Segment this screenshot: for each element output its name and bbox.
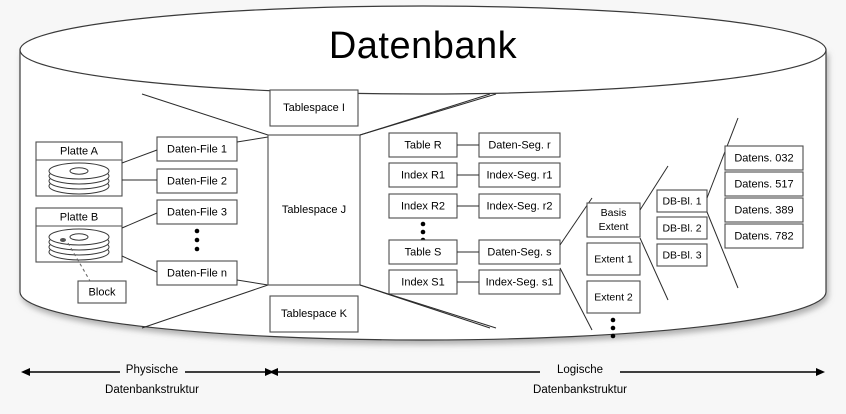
page-title: Datenbank bbox=[329, 25, 518, 67]
datafile-1-label: Daten-File 1 bbox=[167, 143, 227, 155]
db-block-2[interactable]: DB-Bl. 2 bbox=[656, 216, 708, 240]
axis-physical-line1: Physische bbox=[126, 364, 178, 376]
cylinder-top bbox=[19, 5, 827, 95]
extent-2-label: Extent 2 bbox=[594, 291, 633, 303]
extent-basis[interactable]: Basis Extent bbox=[586, 202, 641, 238]
object-index-r2[interactable]: Index R2 bbox=[388, 193, 458, 219]
disk-platte-a[interactable]: Platte A bbox=[35, 141, 123, 197]
record-4[interactable]: Datens. 782 bbox=[724, 223, 804, 249]
object-index-r1[interactable]: Index R1 bbox=[388, 162, 458, 188]
object-table-r-label: Table R bbox=[404, 139, 441, 151]
object-ellipsis bbox=[420, 221, 426, 243]
object-table-s[interactable]: Table S bbox=[388, 239, 458, 265]
tablespace-to-object-connectors bbox=[359, 93, 497, 329]
segment-index-r2-label: Index-Seg. r2 bbox=[486, 200, 552, 212]
block-connector bbox=[67, 242, 91, 282]
disk-platte-b[interactable]: Platte B bbox=[35, 207, 123, 263]
segment-daten-s-label: Daten-Seg. s bbox=[487, 246, 552, 258]
record-1[interactable]: Datens. 032 bbox=[724, 145, 804, 171]
segment-index-r2[interactable]: Index-Seg. r2 bbox=[478, 193, 561, 219]
segment-daten-r-label: Daten-Seg. r bbox=[488, 139, 551, 151]
datafile-2[interactable]: Daten-File 2 bbox=[156, 168, 238, 194]
tablespace-j[interactable]: Tablespace J bbox=[267, 134, 361, 286]
datafile-to-tablespace-connectors bbox=[236, 136, 269, 286]
extent-ellipsis bbox=[610, 317, 616, 339]
db-block-1-label: DB-Bl. 1 bbox=[662, 195, 701, 207]
dbblock-to-record-connectors bbox=[706, 117, 739, 289]
object-index-r2-label: Index R2 bbox=[401, 200, 445, 212]
segment-daten-s[interactable]: Daten-Seg. s bbox=[478, 239, 561, 265]
extent-2[interactable]: Extent 2 bbox=[586, 280, 641, 314]
block-box[interactable]: Block bbox=[77, 280, 127, 304]
db-block-1[interactable]: DB-Bl. 1 bbox=[656, 189, 708, 213]
datafile-2-label: Daten-File 2 bbox=[167, 175, 227, 187]
tablespace-i[interactable]: Tablespace I bbox=[269, 89, 359, 127]
tablespace-i-label: Tablespace I bbox=[283, 102, 345, 114]
db-block-2-label: DB-Bl. 2 bbox=[662, 222, 701, 234]
disk-platter-icon-b bbox=[48, 228, 110, 261]
segment-index-r1[interactable]: Index-Seg. r1 bbox=[478, 162, 561, 188]
object-index-s1-label: Index S1 bbox=[401, 276, 444, 288]
datafile-ellipsis bbox=[194, 228, 200, 252]
block-label: Block bbox=[89, 286, 116, 298]
datafile-3-label: Daten-File 3 bbox=[167, 206, 227, 218]
disk-platte-b-label: Platte B bbox=[60, 211, 99, 223]
db-block-3[interactable]: DB-Bl. 3 bbox=[656, 243, 708, 267]
object-table-r[interactable]: Table R bbox=[388, 132, 458, 158]
axis-physical-line2: Datenbankstruktur bbox=[105, 384, 199, 396]
extent-to-dbblock-connectors bbox=[639, 165, 669, 301]
segment-daten-r[interactable]: Daten-Seg. r bbox=[478, 132, 561, 158]
tablespace-j-label: Tablespace J bbox=[282, 204, 346, 216]
segment-index-s1[interactable]: Index-Seg. s1 bbox=[478, 269, 561, 295]
record-4-label: Datens. 782 bbox=[734, 230, 793, 242]
extent-1[interactable]: Extent 1 bbox=[586, 242, 641, 276]
extent-1-label: Extent 1 bbox=[594, 253, 633, 265]
extent-basis-label-line2: Extent bbox=[599, 221, 629, 233]
datafile-3[interactable]: Daten-File 3 bbox=[156, 199, 238, 225]
axis-logical-line2: Datenbankstruktur bbox=[533, 384, 627, 396]
tablespace-k[interactable]: Tablespace K bbox=[269, 295, 359, 333]
segment-index-r1-label: Index-Seg. r1 bbox=[486, 169, 552, 181]
object-table-s-label: Table S bbox=[405, 246, 442, 258]
object-index-r1-label: Index R1 bbox=[401, 169, 445, 181]
object-index-s1[interactable]: Index S1 bbox=[388, 269, 458, 295]
axis-physical: Physische Datenbankstruktur bbox=[21, 364, 274, 396]
record-1-label: Datens. 032 bbox=[734, 152, 793, 164]
disk-platte-a-label: Platte A bbox=[60, 145, 99, 157]
object-to-segment-connectors bbox=[457, 144, 479, 283]
record-2[interactable]: Datens. 517 bbox=[724, 171, 804, 197]
axis-logical-line1: Logische bbox=[557, 364, 603, 376]
record-3[interactable]: Datens. 389 bbox=[724, 197, 804, 223]
datafile-n-label: Daten-File n bbox=[167, 267, 227, 279]
record-2-label: Datens. 517 bbox=[734, 178, 793, 190]
db-block-3-label: DB-Bl. 3 bbox=[662, 249, 701, 261]
disk-platter-icon-a bbox=[48, 162, 110, 195]
axis-logical: Logische Datenbankstruktur bbox=[269, 364, 825, 396]
segment-index-s1-label: Index-Seg. s1 bbox=[486, 276, 554, 288]
datafile-n[interactable]: Daten-File n bbox=[156, 260, 238, 286]
tablespace-k-label: Tablespace K bbox=[281, 308, 348, 320]
disk-to-datafile-connectors bbox=[121, 149, 158, 273]
record-3-label: Datens. 389 bbox=[734, 204, 793, 216]
extent-basis-label-line1: Basis bbox=[601, 207, 627, 219]
datafile-1[interactable]: Daten-File 1 bbox=[156, 136, 238, 162]
